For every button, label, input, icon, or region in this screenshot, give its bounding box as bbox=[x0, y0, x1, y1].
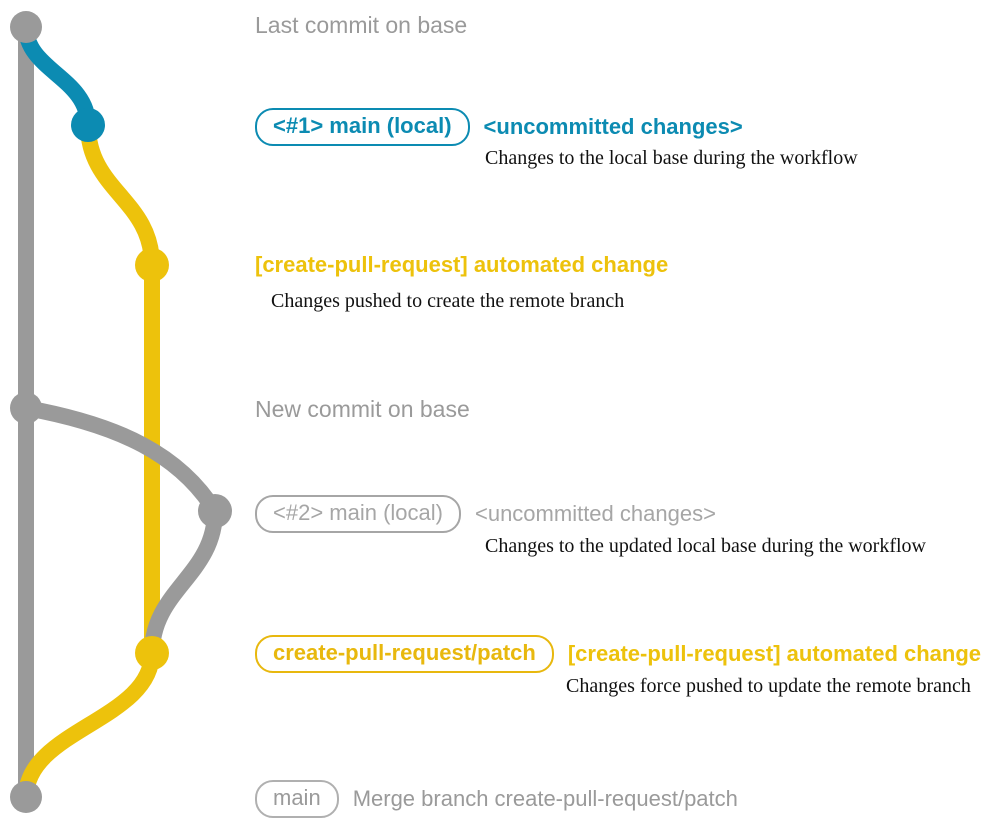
node-patch-force[interactable] bbox=[135, 636, 169, 670]
node-patch-create[interactable] bbox=[135, 248, 169, 282]
ref-pill-main-local-1[interactable]: <#1> main (local) bbox=[255, 108, 470, 146]
commit-subject-local-1: <uncommitted changes> bbox=[483, 114, 743, 139]
edge-basenew-to-local2 bbox=[18, 400, 223, 519]
ref-pill-create-pull-request-patch[interactable]: create-pull-request/patch bbox=[255, 635, 554, 673]
node-local-1[interactable] bbox=[71, 108, 105, 142]
row-patch-create: [create-pull-request] automated change bbox=[255, 254, 668, 276]
note-local-2: Changes to the updated local base during… bbox=[485, 535, 926, 557]
note-patch-create: Changes pushed to create the remote bran… bbox=[271, 290, 625, 312]
note-local-1: Changes to the local base during the wor… bbox=[485, 147, 858, 169]
commit-subject-patch-force: [create-pull-request] automated change bbox=[567, 641, 981, 666]
row-local-1: <#1> main (local) <uncommitted changes> bbox=[255, 108, 743, 146]
node-local-2[interactable] bbox=[198, 494, 232, 528]
commit-subject-merge: Merge branch create-pull-request/patch bbox=[352, 786, 738, 811]
row-local-2: <#2> main (local) <uncommitted changes> bbox=[255, 495, 716, 533]
node-base-new[interactable] bbox=[10, 392, 42, 424]
heading-last-commit-on-base: Last commit on base bbox=[255, 12, 468, 38]
note-patch-force: Changes force pushed to update the remot… bbox=[566, 675, 971, 697]
row-merge: main Merge branch create-pull-request/pa… bbox=[255, 780, 738, 818]
row-patch-force: create-pull-request/patch [create-pull-r… bbox=[255, 635, 981, 673]
edge-local2-to-patchforce bbox=[144, 503, 223, 661]
ref-pill-main[interactable]: main bbox=[255, 780, 339, 818]
heading-new-commit-on-base: New commit on base bbox=[255, 396, 470, 422]
node-merge[interactable] bbox=[10, 781, 42, 813]
ref-pill-main-local-2[interactable]: <#2> main (local) bbox=[255, 495, 461, 533]
edge-base-to-local1 bbox=[18, 19, 96, 133]
commit-subject-local-2: <uncommitted changes> bbox=[474, 501, 716, 526]
edge-local1-to-patch bbox=[80, 117, 160, 273]
node-base-head[interactable] bbox=[10, 11, 42, 43]
edge-patchforce-to-merge bbox=[18, 645, 160, 805]
commit-subject-patch-create: [create-pull-request] automated change bbox=[255, 252, 669, 277]
